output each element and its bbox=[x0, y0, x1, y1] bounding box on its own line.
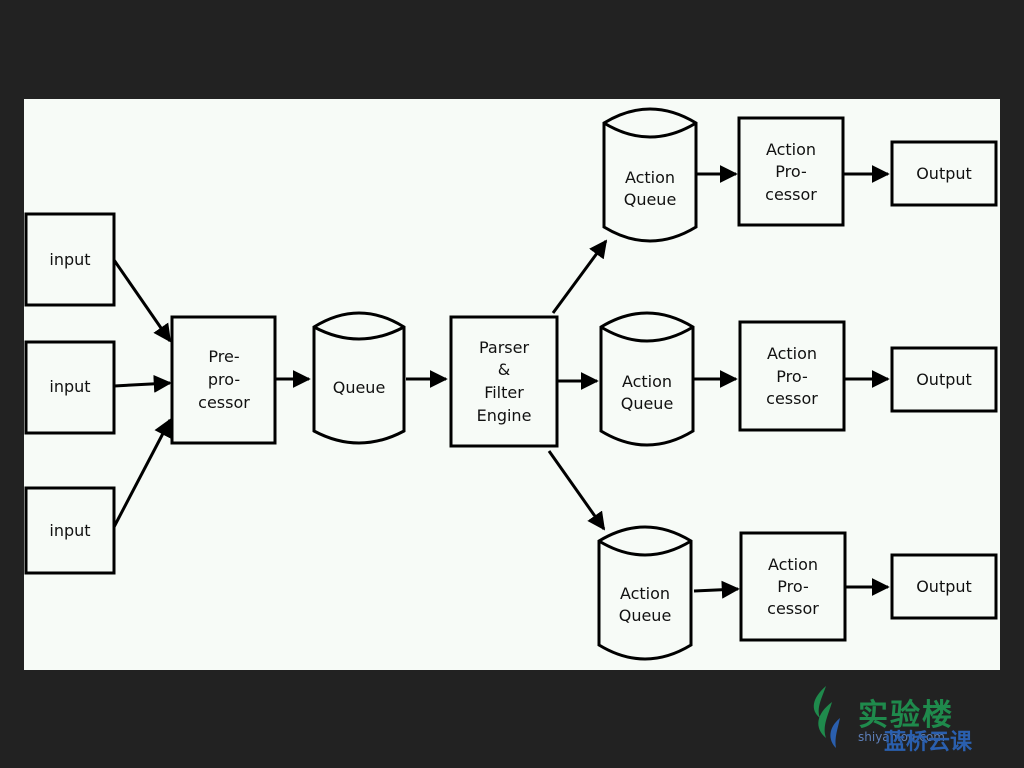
action-queue-1-label-line-1: Action bbox=[625, 168, 675, 187]
action-queue-3-label-line-1: Action bbox=[620, 584, 670, 603]
action-processor-2-label-line-1: Action bbox=[767, 344, 817, 363]
action-queue-2-node: Action Queue bbox=[599, 311, 695, 447]
queue-label: Queue bbox=[333, 378, 386, 397]
edges bbox=[112, 165, 890, 599]
edge-input3-preprocessor bbox=[112, 418, 172, 528]
action-processor-2-label-line-3: cessor bbox=[766, 389, 818, 408]
leaf-logo-icon bbox=[813, 686, 840, 748]
preprocessor-label-line-2: pro- bbox=[208, 370, 240, 389]
output-node-3: Output bbox=[890, 553, 998, 620]
action-queue-1-label-line-2: Queue bbox=[624, 190, 677, 209]
output-node-2-label: Output bbox=[916, 370, 972, 389]
edge-parser-actionqueue3 bbox=[547, 450, 606, 531]
preprocessor-label-line-1: Pre- bbox=[208, 347, 239, 366]
output-node-1: Output bbox=[890, 140, 998, 207]
parser-label-line-3: Filter bbox=[484, 383, 524, 402]
edge-actionqueue3-processor3 bbox=[693, 580, 740, 599]
action-processor-3-node: Action Pro- cessor bbox=[739, 531, 847, 642]
output-node-1-label: Output bbox=[916, 164, 972, 183]
action-processor-1-node: Action Pro- cessor bbox=[737, 116, 845, 227]
input-node-1: input bbox=[24, 212, 116, 307]
input-node-1-label: input bbox=[49, 250, 90, 269]
action-processor-3-label-line-1: Action bbox=[768, 555, 818, 574]
action-processor-1-label-line-2: Pro- bbox=[775, 162, 806, 181]
action-processor-2-label-line-2: Pro- bbox=[776, 367, 807, 386]
output-node-2: Output bbox=[890, 346, 998, 413]
action-processor-3-label-line-3: cessor bbox=[767, 599, 819, 618]
action-queue-3-label-line-2: Queue bbox=[619, 606, 672, 625]
watermark-main-text: 实验楼 bbox=[858, 698, 954, 733]
action-processor-2-node: Action Pro- cessor bbox=[738, 320, 846, 432]
edge-parser-actionqueue1 bbox=[551, 239, 608, 314]
watermark-url-text: shiyanlou.com bbox=[858, 730, 945, 744]
action-queue-3-node: Action Queue bbox=[597, 525, 693, 661]
action-queue-1-node: Action Queue bbox=[602, 107, 698, 243]
preprocessor-node: Pre- pro- cessor bbox=[170, 315, 277, 445]
watermark-sub-text: 蓝桥云课 bbox=[884, 730, 973, 755]
action-queue-2-label-line-1: Action bbox=[622, 372, 672, 391]
input-node-2-label: input bbox=[49, 377, 90, 396]
queue-node: Queue bbox=[312, 311, 406, 445]
flowchart: input input input Pre- pro- cessor Queue… bbox=[24, 107, 998, 661]
input-node-3-label: input bbox=[49, 521, 90, 540]
action-processor-1-label-line-1: Action bbox=[766, 140, 816, 159]
action-queue-2-label-line-2: Queue bbox=[621, 394, 674, 413]
shiyanlou-watermark: 实验楼 shiyanlou.com 蓝桥云课 bbox=[806, 684, 1016, 755]
input-node-2: input bbox=[24, 340, 116, 435]
parser-label-line-2: & bbox=[498, 360, 510, 379]
edge-input2-preprocessor bbox=[113, 374, 172, 393]
action-processor-3-label-line-2: Pro- bbox=[777, 577, 808, 596]
input-node-3: input bbox=[24, 486, 116, 575]
parser-filter-engine-node: Parser & Filter Engine bbox=[449, 315, 559, 448]
parser-label-line-4: Engine bbox=[477, 406, 532, 425]
output-node-3-label: Output bbox=[916, 577, 972, 596]
edge-input1-preprocessor bbox=[112, 259, 172, 343]
preprocessor-label-line-3: cessor bbox=[198, 393, 250, 412]
diagram-panel: input input input Pre- pro- cessor Queue… bbox=[24, 99, 1000, 670]
parser-label-line-1: Parser bbox=[479, 338, 529, 357]
action-processor-1-label-line-3: cessor bbox=[765, 185, 817, 204]
